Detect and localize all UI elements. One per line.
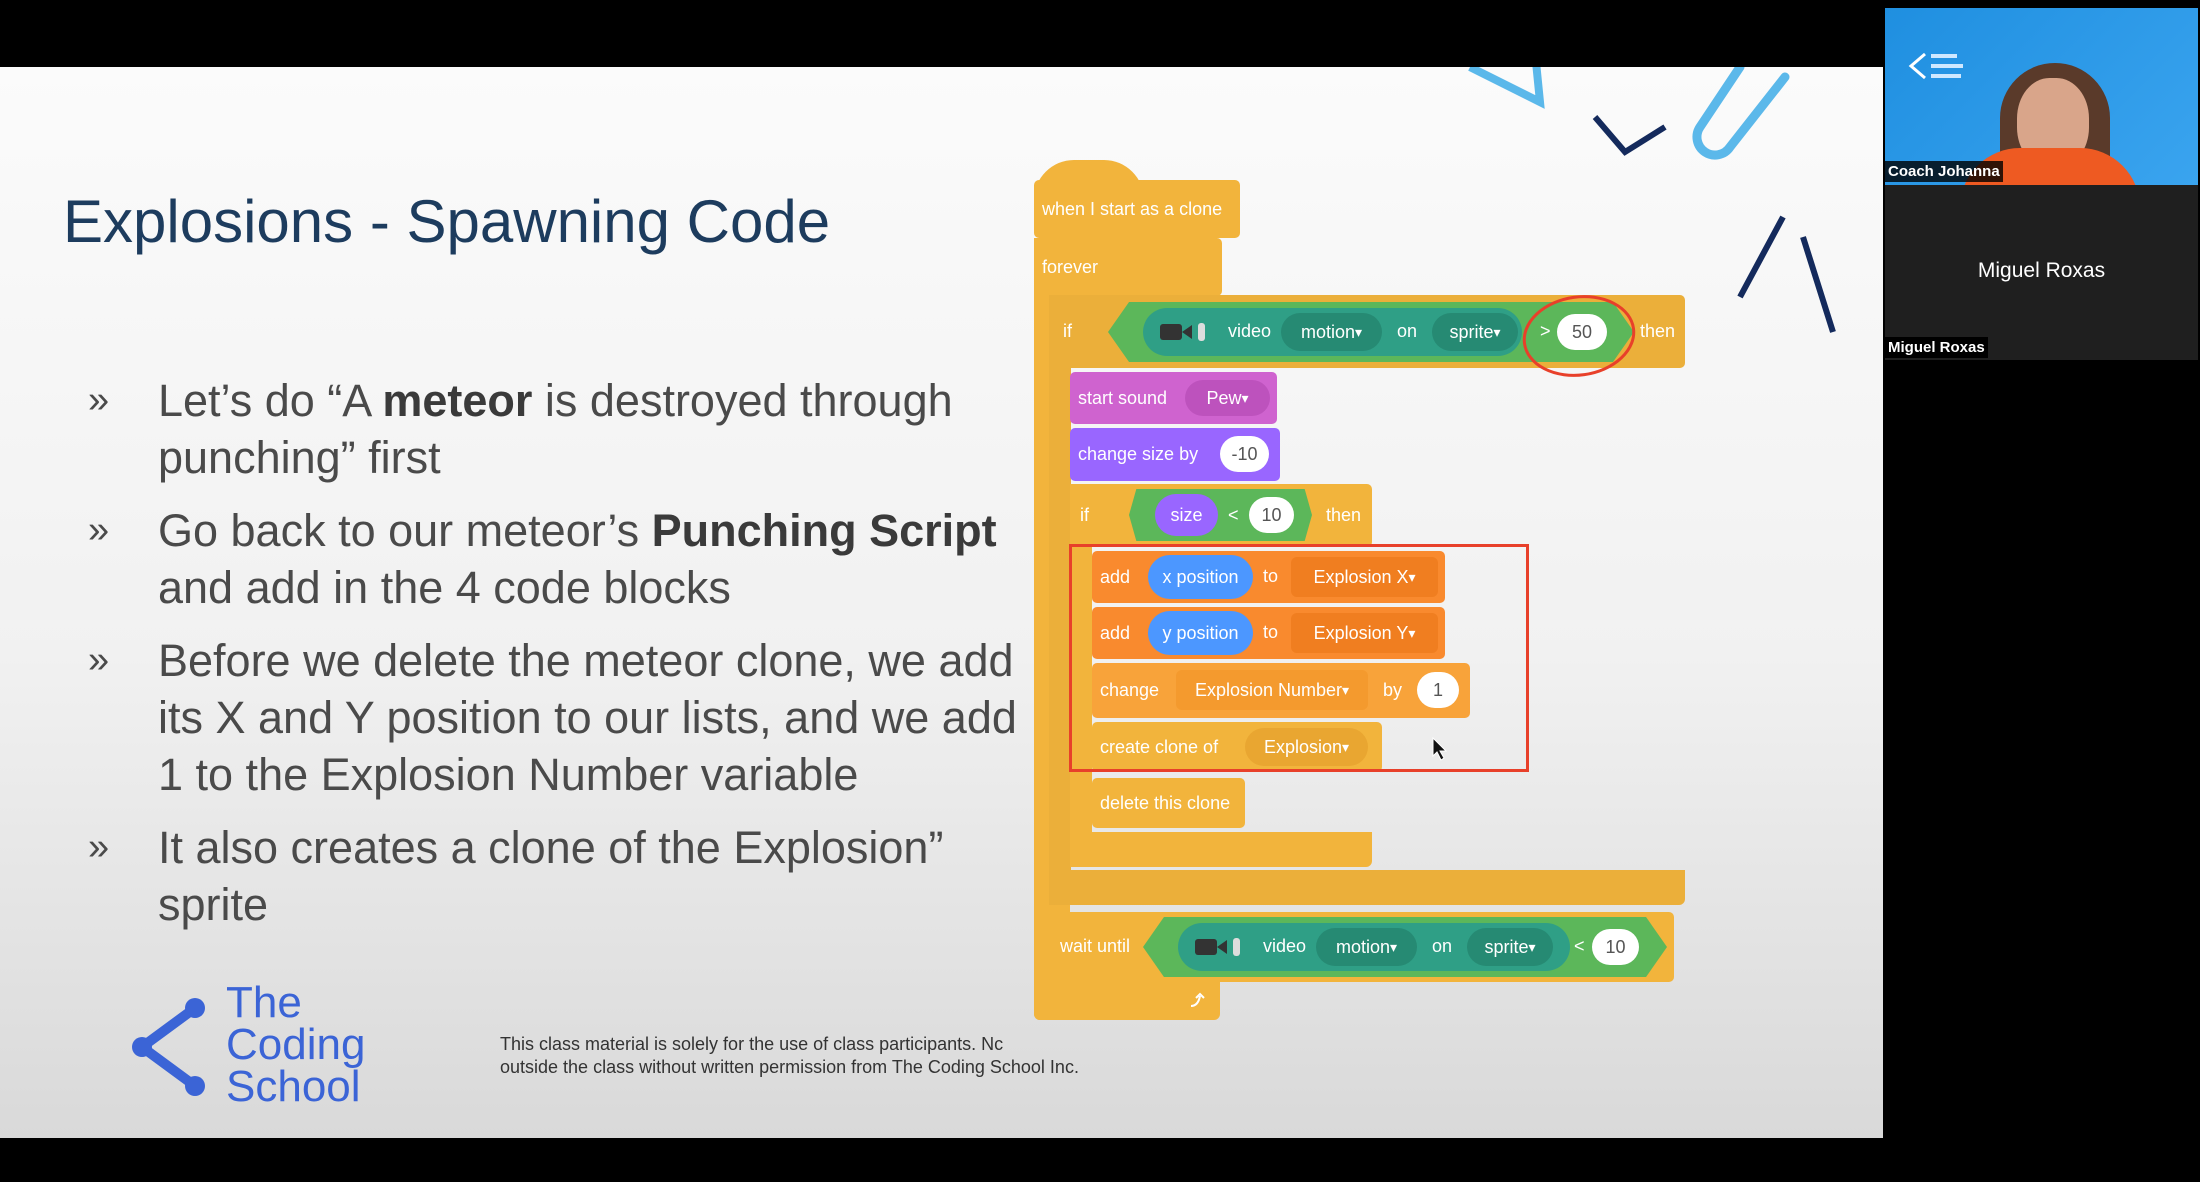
participant-panel: Coach Johanna Miguel Roxas Miguel Roxas — [1883, 0, 2200, 1182]
bullet-marker: » — [88, 826, 110, 868]
bullet-marker: » — [88, 509, 110, 551]
bullet-item: »Let’s do “A meteor is destroyed through… — [88, 372, 1028, 486]
bullet-list: »Let’s do “A meteor is destroyed through… — [88, 372, 1028, 933]
coding-school-background-logo — [1908, 52, 1963, 80]
bullet-marker: » — [88, 379, 110, 421]
participant-video-coach[interactable]: Coach Johanna — [1885, 8, 2198, 185]
copyright-footer: This class material is solely for the us… — [500, 1034, 1079, 1077]
slide-title: Explosions - Spawning Code — [63, 188, 831, 255]
participant-name-label: Miguel Roxas — [1885, 337, 1988, 358]
bullet-marker: » — [88, 639, 110, 681]
participant-name-center: Miguel Roxas — [1977, 259, 2106, 282]
participant-tile-miguel[interactable]: Miguel Roxas Miguel Roxas — [1885, 185, 2198, 360]
participant-name-label: Coach Johanna — [1885, 161, 2003, 182]
decorative-shapes — [1468, 67, 1836, 333]
share-icon — [132, 998, 205, 1096]
bullet-item: »Go back to our meteor’s Punching Script… — [88, 502, 1028, 616]
bullet-item: »Before we delete the meteor clone, we a… — [88, 632, 1028, 803]
presentation-slide: Explosions - Spawning Code »Let’s do “A … — [0, 67, 1883, 1138]
bullet-item: »It also creates a clone of the Explosio… — [88, 819, 1028, 933]
